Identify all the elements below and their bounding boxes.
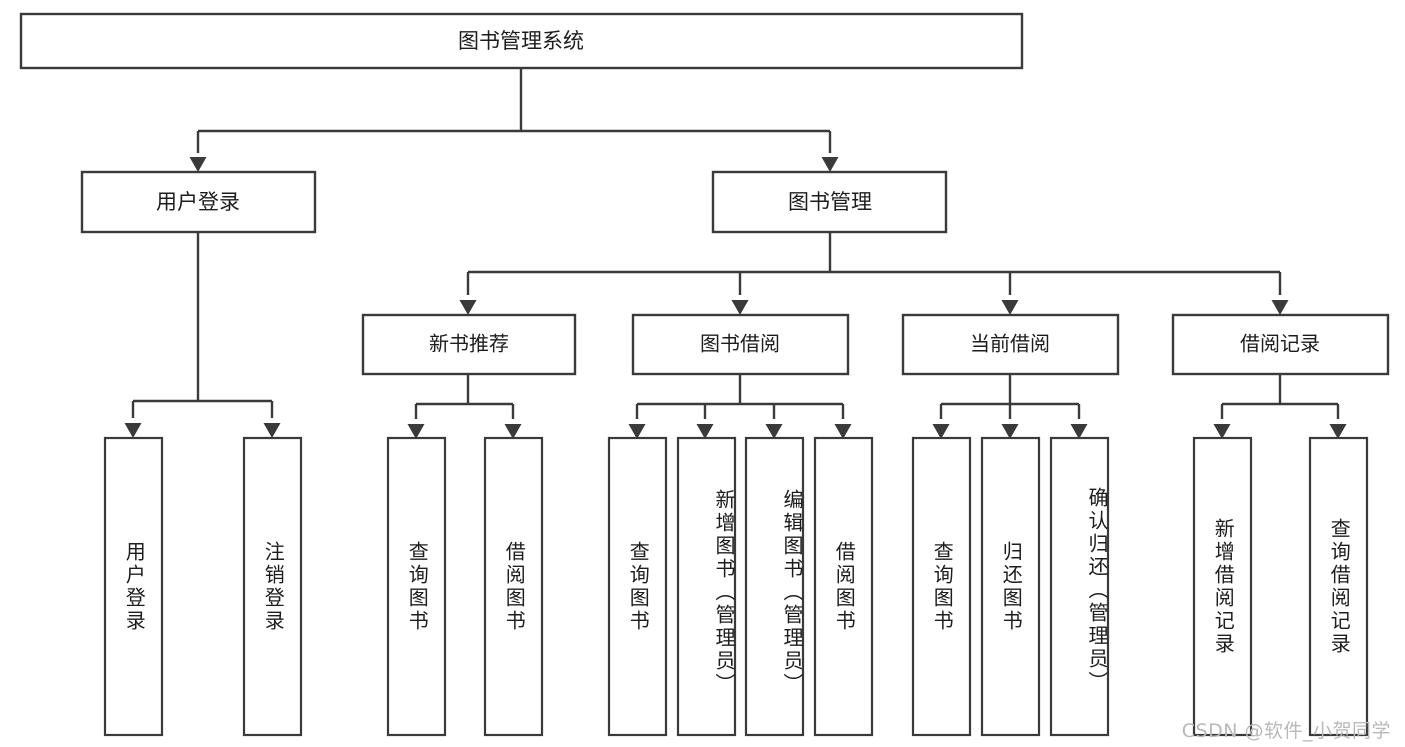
node-user-login-label: 用户登录	[156, 190, 240, 214]
node-new-book-recommend[interactable]: 新书推荐	[361, 313, 577, 376]
leaf-box-confirm-return-admin[interactable]	[1049, 436, 1110, 737]
arrow-icon	[1070, 424, 1088, 439]
connector-root-to-level2	[189, 68, 839, 172]
node-user-login[interactable]: 用户登录	[80, 170, 317, 234]
leaf-box-borrow-book[interactable]	[813, 436, 874, 737]
leaf-box-query-book-recommend[interactable]	[386, 436, 447, 737]
node-borrow-record[interactable]: 借阅记录	[1171, 313, 1390, 376]
arrow-icon	[407, 424, 425, 439]
arrow-icon	[821, 157, 839, 172]
node-root-book-management-system[interactable]: 图书管理系统	[19, 12, 1024, 70]
leaf-box-query-book-borrow[interactable]	[607, 436, 668, 737]
leaf-box-borrow-book-recommend[interactable]	[483, 436, 544, 737]
arrow-icon	[1001, 424, 1019, 439]
arrow-icon	[765, 424, 783, 439]
leaf-box-return-book[interactable]	[980, 436, 1041, 737]
node-book-borrow[interactable]: 图书借阅	[631, 313, 850, 376]
node-current-borrow-label: 当前借阅	[970, 332, 1050, 356]
arrow-icon	[1329, 424, 1347, 439]
arrow-icon	[932, 424, 950, 439]
leaf-box-add-borrow-record[interactable]	[1192, 436, 1253, 737]
connector-newbook-to-leaves	[407, 374, 522, 439]
arrow-icon	[696, 424, 714, 439]
node-book-borrow-label: 图书借阅	[700, 332, 780, 356]
arrow-icon	[124, 423, 142, 438]
node-new-book-recommend-label: 新书推荐	[429, 332, 509, 356]
node-root-label: 图书管理系统	[458, 29, 584, 53]
arrow-icon	[263, 423, 281, 438]
connector-borrow-to-leaves	[628, 374, 852, 439]
connector-record-to-leaves	[1213, 374, 1347, 439]
arrow-icon	[504, 424, 522, 439]
watermark-text: CSDN @软件_小贺同学	[1181, 720, 1391, 742]
leaf-box-user-login[interactable]	[103, 436, 164, 737]
arrow-icon	[628, 424, 646, 439]
leaf-box-add-book-admin[interactable]	[676, 436, 737, 737]
leaf-box-query-borrow-record[interactable]	[1308, 436, 1369, 737]
arrow-icon	[1213, 424, 1231, 439]
arrow-icon	[1271, 300, 1289, 315]
leaf-box-edit-book-admin[interactable]	[744, 436, 805, 737]
connector-bookmgmt-to-level3	[459, 232, 1289, 315]
connector-current-to-leaves	[932, 374, 1088, 439]
node-book-management-label: 图书管理	[788, 190, 872, 214]
arrow-icon	[459, 300, 477, 315]
connector-userlogin-to-leaves	[124, 232, 281, 438]
leaf-box-logout[interactable]	[242, 436, 303, 737]
arrow-icon	[731, 300, 749, 315]
node-borrow-record-label: 借阅记录	[1240, 332, 1320, 356]
node-current-borrow[interactable]: 当前借阅	[901, 313, 1120, 376]
arrow-icon	[1001, 300, 1019, 315]
arrow-icon	[834, 424, 852, 439]
arrow-icon	[189, 157, 207, 172]
leaf-box-query-book-current[interactable]	[911, 436, 972, 737]
node-book-management[interactable]: 图书管理	[711, 170, 948, 234]
